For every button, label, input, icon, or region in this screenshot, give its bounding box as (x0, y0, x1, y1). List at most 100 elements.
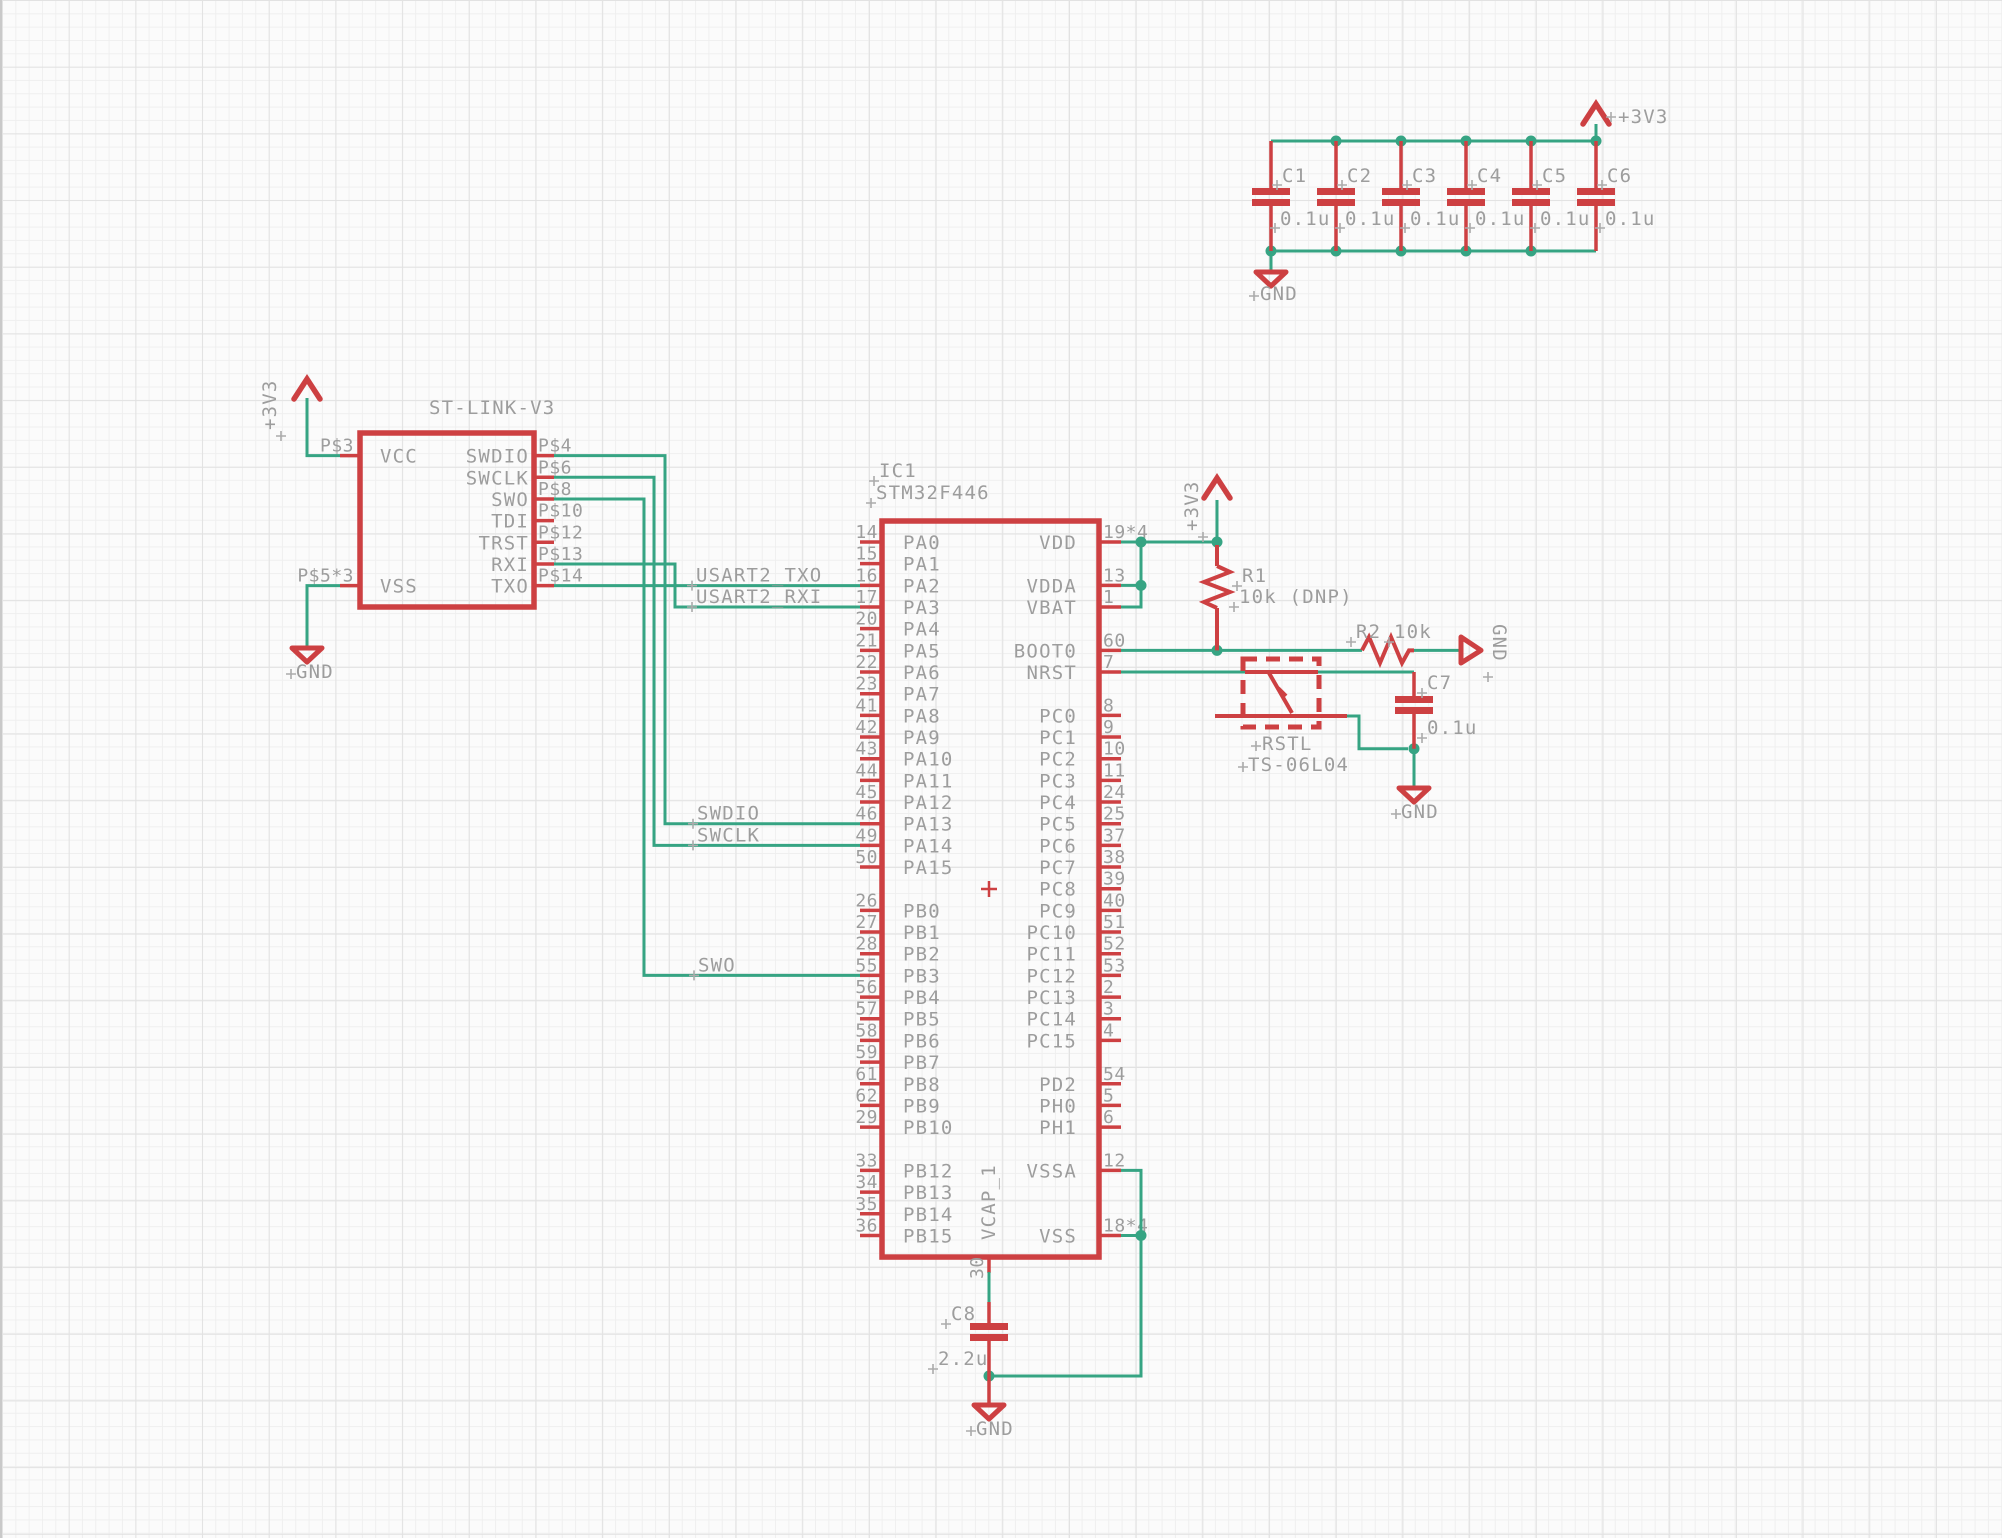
pin-number-label: 30 (967, 1256, 988, 1279)
gnd-arrow-icon[interactable] (1458, 634, 1484, 666)
pin-name-label: PB12 (903, 1160, 954, 1182)
pin-name-label: VCC (380, 446, 418, 468)
cap-plate (1395, 707, 1433, 714)
button-lever (1267, 672, 1294, 714)
origin-cross-icon (981, 881, 997, 897)
cap-plate (1577, 188, 1615, 195)
pin-number-label: 59 (855, 1042, 878, 1063)
origin-cross-icon (1346, 637, 1356, 647)
pin-name-label: VDD (1039, 532, 1077, 554)
pin-name-label: VDDA (1026, 575, 1077, 597)
pin-number-label: 34 (855, 1172, 878, 1193)
net-label: SWDIO (697, 803, 760, 825)
pin-number-label: 10 (1103, 739, 1126, 760)
net-gnd[interactable] (1347, 714, 1408, 751)
gnd-symbol-icon[interactable] (1253, 269, 1289, 289)
capacitor-c5[interactable]: C5 0.1u (1512, 141, 1591, 251)
pin-name-label: PA12 (903, 792, 954, 814)
pin-number-label: 61 (855, 1064, 878, 1085)
net-gnd-rail[interactable] (1269, 249, 1596, 271)
capacitor-c8[interactable]: C82.2u (928, 1302, 1008, 1376)
pin-name-label: PA3 (903, 597, 941, 619)
net-swdio[interactable] (554, 454, 860, 826)
pin-name-label: PA5 (903, 640, 941, 662)
capacitor-c2[interactable]: C20.1u (1317, 141, 1396, 251)
origin-cross-icon (1251, 741, 1261, 751)
net-swo[interactable] (554, 497, 860, 977)
gnd-label: GND (1488, 624, 1510, 662)
power-3v3-arrow-icon[interactable] (291, 373, 323, 402)
net-vss[interactable] (989, 1168, 1143, 1378)
cap-plate (1395, 696, 1433, 703)
capacitor-c1[interactable]: C1 0.1u (1252, 141, 1331, 251)
origin-cross-icon (1532, 180, 1542, 190)
pin-name-label: PC13 (1026, 987, 1077, 1009)
cap-ref-label: C1 (1282, 165, 1307, 187)
pin-number-label: 22 (855, 652, 878, 673)
pin-name-label: PC3 (1039, 770, 1077, 792)
gnd-symbol-icon[interactable] (289, 645, 325, 665)
power-3v3-arrow-icon[interactable] (1580, 98, 1612, 127)
pin-number-label: 25 (1103, 804, 1126, 825)
pin-name-label: PB2 (903, 944, 941, 966)
cap-plate (1317, 199, 1355, 206)
net-3v3[interactable] (305, 398, 340, 458)
net-3v3[interactable] (1121, 500, 1219, 609)
pin-name-label: PC1 (1039, 727, 1077, 749)
cap-plate (1512, 199, 1550, 206)
origin-cross-icon (1530, 223, 1540, 233)
gnd-symbol-icon[interactable] (971, 1402, 1007, 1422)
ic-ref-label: IC1 (879, 460, 917, 482)
capacitor-c4[interactable]: C40.1u (1447, 141, 1526, 251)
origin-cross-icon (1249, 291, 1259, 301)
pin-name-label: PC11 (1026, 944, 1077, 966)
gnd-symbol-icon[interactable] (1396, 785, 1432, 805)
origin-cross-icon (1238, 762, 1248, 772)
stlink-title-label: ST-LINK-V3 (429, 397, 555, 419)
pin-name-label: PB6 (903, 1030, 941, 1052)
junction-dot (1135, 1229, 1147, 1241)
pin-number-label: 38 (1103, 847, 1126, 868)
capacitor-c3[interactable]: C30.1u (1382, 141, 1461, 251)
pin-number-label: 43 (855, 739, 878, 760)
pin-number-label: 24 (1103, 782, 1126, 803)
pin-number-label: 28 (855, 934, 878, 955)
cap-ref-label: C5 (1542, 165, 1567, 187)
pin-name-label: PH1 (1039, 1117, 1077, 1139)
net-gnd[interactable] (305, 584, 340, 646)
vcap-and-vss-circuit[interactable]: GND (966, 1168, 1147, 1440)
pin-number-label: 54 (1103, 1064, 1126, 1085)
cap-value-label: 0.1u (1410, 208, 1461, 230)
capacitor-c6[interactable]: C60.1u (1577, 141, 1656, 251)
origin-cross-icon (941, 1319, 951, 1329)
net-3v3-rail[interactable] (1271, 124, 1598, 143)
cap-value-label: 0.1u (1280, 208, 1331, 230)
pin-name-label: PB0 (903, 900, 941, 922)
pin-name-label: PB5 (903, 1009, 941, 1031)
origin-cross-icon (1417, 688, 1427, 698)
junction-dot (1135, 579, 1147, 591)
cap-plate (970, 1334, 1008, 1341)
cap-plate (970, 1323, 1008, 1330)
net-swclk[interactable] (554, 475, 860, 847)
cap-plate (1317, 188, 1355, 195)
capacitor-c7[interactable]: C70.1u (1395, 672, 1478, 749)
cap-value-label: 0.1u (1540, 208, 1591, 230)
origin-cross-icon (1391, 809, 1401, 819)
pin-number-label: 57 (855, 999, 878, 1020)
pin-name-label: PA8 (903, 705, 941, 727)
button-body[interactable] (1240, 656, 1322, 730)
pin-number-label: 26 (855, 890, 878, 911)
pin-number-label: 20 (855, 609, 878, 630)
pin-name-label: PC0 (1039, 705, 1077, 727)
cap-ref-label: C6 (1607, 165, 1632, 187)
power-3v3-arrow-icon[interactable] (1201, 472, 1233, 501)
cap-plate (1252, 199, 1290, 206)
